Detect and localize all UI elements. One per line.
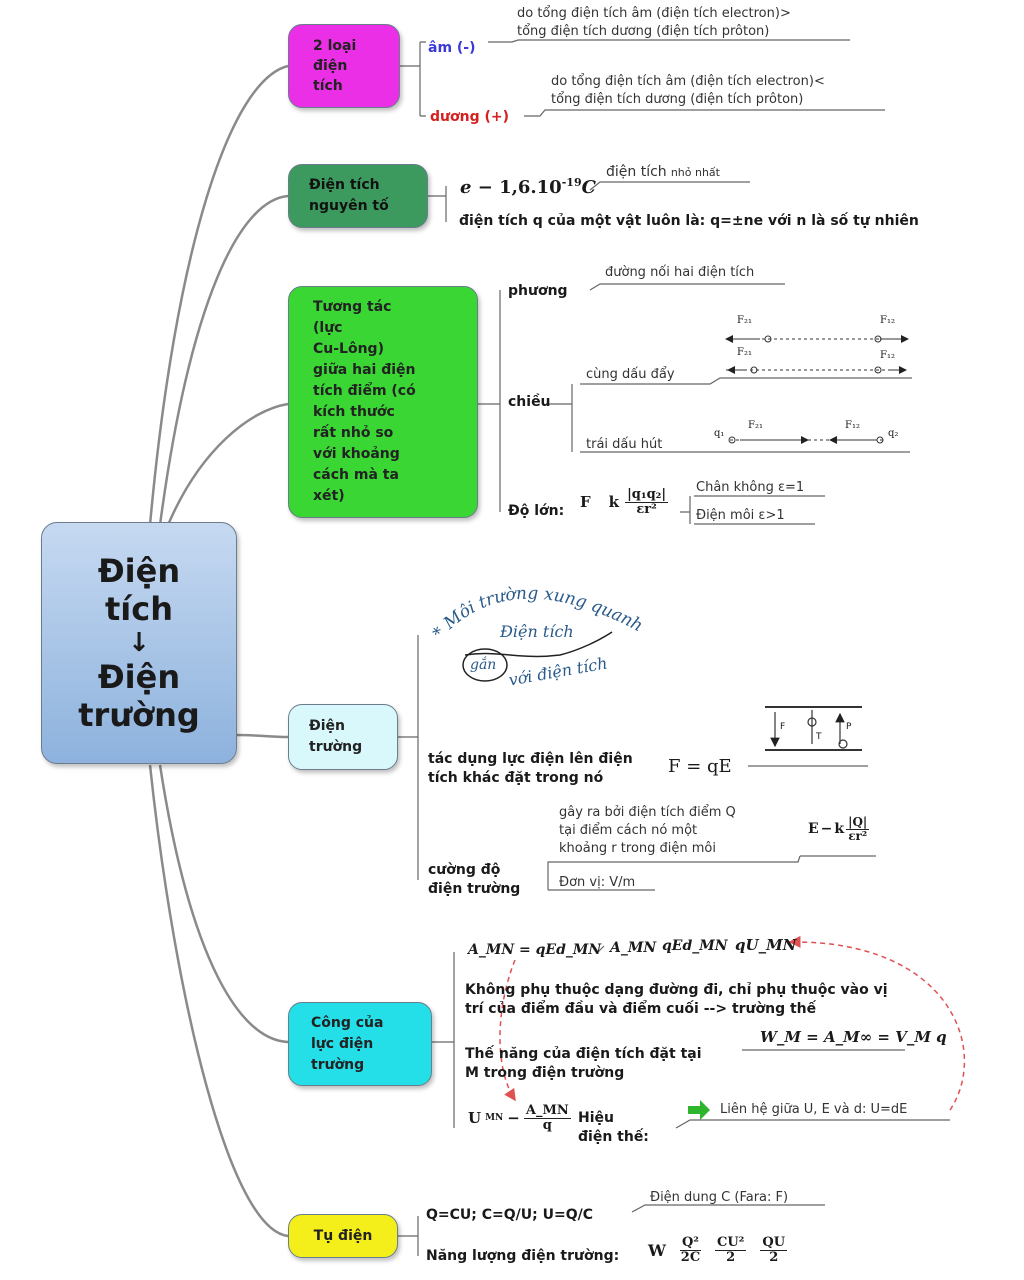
gay-ra-2: tại điểm cách nó một xyxy=(559,823,698,838)
trunk-b2 xyxy=(158,194,289,526)
node-label: Điện tích nguyên tố xyxy=(309,177,389,214)
q1-label: q₁ xyxy=(714,428,725,439)
script-gan: gắn xyxy=(470,657,497,673)
diagram-p: P xyxy=(846,722,852,732)
label-do-lon: Độ lớn: xyxy=(508,503,565,519)
f21-label-a: F₂₁ xyxy=(737,315,752,326)
label-cung-dau: cùng dấu đẩy xyxy=(586,367,675,382)
trunk-b3 xyxy=(166,402,289,526)
trunk-b1 xyxy=(148,64,289,526)
tac-dung-2: tích khác đặt trong nó xyxy=(428,770,604,786)
work-chain-3: qU_MN xyxy=(735,936,797,954)
q-cu-formulas: Q=CU; C=Q/U; U=Q/C xyxy=(426,1207,593,1223)
potential-energy-formula: W_M = A_M∞ = V_M q xyxy=(760,1028,947,1046)
gay-ra-3: khoảng r trong điện môi xyxy=(559,841,716,856)
label-phuong: phương xyxy=(508,283,568,299)
don-vi: Đơn vị: V/m xyxy=(559,875,636,890)
dien-moi: Điện môi ε>1 xyxy=(696,508,785,523)
label-chieu: chiều xyxy=(508,394,551,410)
duong-desc-2: tổng điện tích dương (điện tích prôton) xyxy=(551,92,804,107)
arrow-down-icon: ↓ xyxy=(128,628,150,658)
node-label: Tụ điện xyxy=(313,1228,373,1244)
node-label: Công của lực điện trường xyxy=(311,1014,384,1073)
duong-desc-1: do tổng điện tích âm (điện tích electron… xyxy=(551,74,825,89)
trunk-b4 xyxy=(235,733,289,739)
label-trai-dau: trái dấu hút xyxy=(586,437,663,452)
diagram-t: T xyxy=(816,732,822,742)
dien-dung: Điện dung C (Fara: F) xyxy=(650,1190,789,1205)
e-field-formula: E − k |Q|εr² xyxy=(808,815,870,843)
center-title-2: tích xyxy=(104,590,173,628)
the-nang-2: M trong điện trường xyxy=(465,1065,625,1081)
hieu-dien-the-1: Hiệu xyxy=(578,1110,614,1126)
node-2-loai-dien-tich[interactable]: 2 loại điện tích xyxy=(288,24,400,108)
center-title-4: trường xyxy=(78,696,200,734)
gay-ra-1: gây ra bởi điện tích điểm Q xyxy=(559,805,736,820)
q2-label: q₂ xyxy=(888,428,899,439)
script-dien-tich: Điện tích xyxy=(500,622,574,641)
khong-phu-thuoc-1: Không phụ thuộc dạng đường đi, chỉ phụ t… xyxy=(465,982,888,998)
tac-dung-1: tác dụng lực điện lên điện xyxy=(428,751,633,767)
f21-label-c: F₂₁ xyxy=(748,420,763,431)
am-desc-2: tổng điện tích dương (điện tích prôton) xyxy=(517,24,770,39)
elementary-charge-formula: e − 1,6.10-19C xyxy=(460,176,596,198)
f12-label-c: F₁₂ xyxy=(845,420,860,431)
node-tuong-tac-cu-long[interactable]: Tương tác (lực Cu-Lông) giữa hai điện tí… xyxy=(288,286,478,518)
node-tu-dien[interactable]: Tụ điện xyxy=(288,1214,398,1258)
node-label: 2 loại điện tích xyxy=(313,38,357,94)
hieu-dien-the-2: điện thế: xyxy=(578,1129,649,1145)
f12-label-b: F₁₂ xyxy=(880,350,895,361)
coulomb-formula: F k |q₁q₂|εr² xyxy=(580,487,669,517)
trunk-b6 xyxy=(148,764,289,1238)
f-qe-formula: F = qE xyxy=(668,756,732,777)
center-title-1: Điện xyxy=(97,552,181,590)
work-chain-1: A_MN xyxy=(610,940,657,956)
the-nang-1: Thế năng của điện tích đặt tại xyxy=(465,1046,702,1062)
chan-khong: Chân không ε=1 xyxy=(696,480,805,495)
label-duong: dương (+) xyxy=(430,109,509,125)
label-am: âm (-) xyxy=(428,40,476,56)
node-cong-luc-dien[interactable]: Công của lực điện trường xyxy=(288,1002,432,1086)
khong-phu-thuoc-2: trí của điểm đầu và điểm cuối --> trường… xyxy=(465,1001,817,1017)
f12-label-a: F₁₂ xyxy=(880,315,895,326)
center-title-3: Điện xyxy=(97,658,181,696)
work-formula: A_MN = qEd_MN xyxy=(468,942,602,958)
phuong-desc: đường nối hai điện tích xyxy=(605,265,755,280)
node-dien-truong[interactable]: Điện trường xyxy=(288,704,398,770)
work-chain-2: qEd_MN xyxy=(662,938,728,954)
cuong-do-2: điện trường xyxy=(428,881,521,897)
node-label: Điện trường xyxy=(309,718,363,755)
node-dien-tich-nguyen-to[interactable]: Điện tích nguyên tố xyxy=(288,164,428,228)
smallest-charge-note: điện tích nhỏ nhất xyxy=(606,164,720,180)
trunk-b5 xyxy=(158,764,289,1044)
node-label: Tương tác (lực Cu-Lông) giữa hai điện tí… xyxy=(313,299,416,504)
center-node[interactable]: Điện tích ↓ Điện trường xyxy=(41,522,237,764)
am-desc-1: do tổng điện tích âm (điện tích electron… xyxy=(517,6,791,21)
diagram-f: F xyxy=(780,722,786,732)
f21-label-b: F₂₁ xyxy=(737,347,752,358)
q-rule: điện tích q của một vật luôn là: q=±ne v… xyxy=(459,213,919,229)
lien-he: Liên hệ giữa U, E và d: U=dE xyxy=(720,1102,908,1117)
nang-luong-label: Năng lượng điện trường: xyxy=(426,1248,620,1264)
cuong-do-1: cường độ xyxy=(428,862,501,878)
